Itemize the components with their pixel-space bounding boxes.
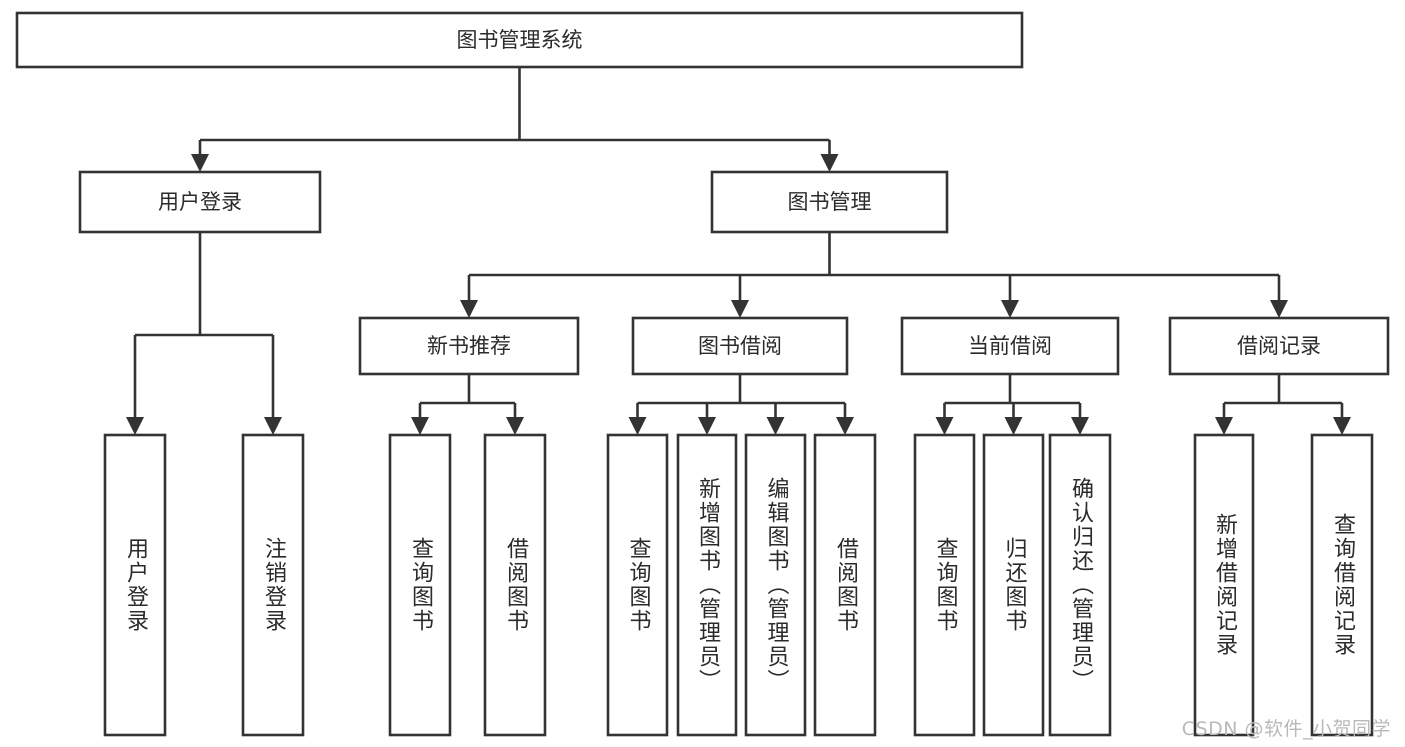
node-level3-0-rect[interactable] (358, 316, 580, 376)
node-level2-1-label: 图书管理 (788, 190, 872, 214)
node-level3-2-label: 当前借阅 (968, 334, 1052, 358)
node-leaf-10[interactable] (1048, 433, 1112, 737)
l3-1-arrow-0 (628, 417, 647, 435)
root-arrow-1 (820, 154, 839, 172)
l3-1-arrow-2 (766, 417, 785, 435)
node-leaf-5[interactable] (676, 433, 738, 737)
node-root[interactable]: 图书管理系统 (15, 11, 1024, 69)
watermark-text: CSDN @软件_小贺同学 (1181, 718, 1391, 740)
node-leaf-4-rect[interactable] (606, 433, 669, 737)
node-level2-0-rect[interactable] (78, 170, 322, 234)
l3-0-arrow-0 (411, 417, 429, 435)
node-leaf-7[interactable] (813, 433, 877, 737)
node-level3-3-label: 借阅记录 (1237, 334, 1321, 358)
root-arrow-0 (191, 154, 209, 172)
node-root-rect[interactable] (15, 11, 1024, 69)
books-arrow-1 (731, 300, 749, 318)
l3-3-arrow-1 (1333, 417, 1351, 435)
node-leaf-6-rect[interactable] (744, 433, 807, 737)
node-leaf-9-rect[interactable] (982, 433, 1045, 737)
l3-0-arrow-1 (506, 417, 524, 435)
node-leaf-7-rect[interactable] (813, 433, 877, 737)
node-level2-1[interactable]: 图书管理 (710, 170, 949, 234)
l3-2-arrow-2 (1071, 417, 1089, 435)
l3-2-arrow-0 (935, 417, 954, 435)
login-arrow-1 (264, 417, 282, 435)
node-leaf-8-rect[interactable] (913, 433, 976, 737)
node-leaf-8[interactable] (913, 433, 976, 737)
node-level3-3[interactable]: 借阅记录 (1168, 316, 1390, 376)
node-leaf-3[interactable] (483, 433, 547, 737)
node-leaf-10-rect[interactable] (1048, 433, 1112, 737)
node-leaf-11[interactable] (1193, 433, 1255, 737)
node-leaf-2-rect[interactable] (388, 433, 452, 737)
node-leaf-0[interactable] (103, 433, 167, 737)
node-leaf-0-rect[interactable] (103, 433, 167, 737)
node-level2-0-label: 用户登录 (158, 190, 242, 214)
l3-2-arrow-1 (1004, 417, 1023, 435)
node-leaf-4[interactable] (606, 433, 669, 737)
l3-3-arrow-0 (1215, 417, 1233, 435)
node-level2-0[interactable]: 用户登录 (78, 170, 322, 234)
node-leaf-1[interactable] (241, 433, 305, 737)
books-arrow-2 (1001, 300, 1019, 318)
node-leaf-9[interactable] (982, 433, 1045, 737)
node-leaf-6[interactable] (744, 433, 807, 737)
node-level3-1-rect[interactable] (631, 316, 849, 376)
node-leaf-12-rect[interactable] (1310, 433, 1374, 737)
connector-lines (126, 67, 1351, 435)
node-level3-0[interactable]: 新书推荐 (358, 316, 580, 376)
books-arrow-0 (460, 300, 478, 318)
l3-1-arrow-3 (836, 417, 854, 435)
node-leaf-12[interactable] (1310, 433, 1374, 737)
node-level3-3-rect[interactable] (1168, 316, 1390, 376)
node-level3-2[interactable]: 当前借阅 (900, 316, 1120, 376)
node-leaf-1-rect[interactable] (241, 433, 305, 737)
node-leaf-3-rect[interactable] (483, 433, 547, 737)
node-root-label: 图书管理系统 (457, 28, 583, 52)
login-arrow-0 (126, 417, 144, 435)
node-level3-2-rect[interactable] (900, 316, 1120, 376)
node-level2-1-rect[interactable] (710, 170, 949, 234)
node-level3-1[interactable]: 图书借阅 (631, 316, 849, 376)
l3-1-arrow-1 (698, 417, 716, 435)
node-level3-1-label: 图书借阅 (698, 334, 782, 358)
books-arrow-3 (1270, 300, 1288, 318)
node-leaf-5-rect[interactable] (676, 433, 738, 737)
node-leaf-11-rect[interactable] (1193, 433, 1255, 737)
node-level3-0-label: 新书推荐 (427, 334, 511, 358)
node-leaf-2[interactable] (388, 433, 452, 737)
